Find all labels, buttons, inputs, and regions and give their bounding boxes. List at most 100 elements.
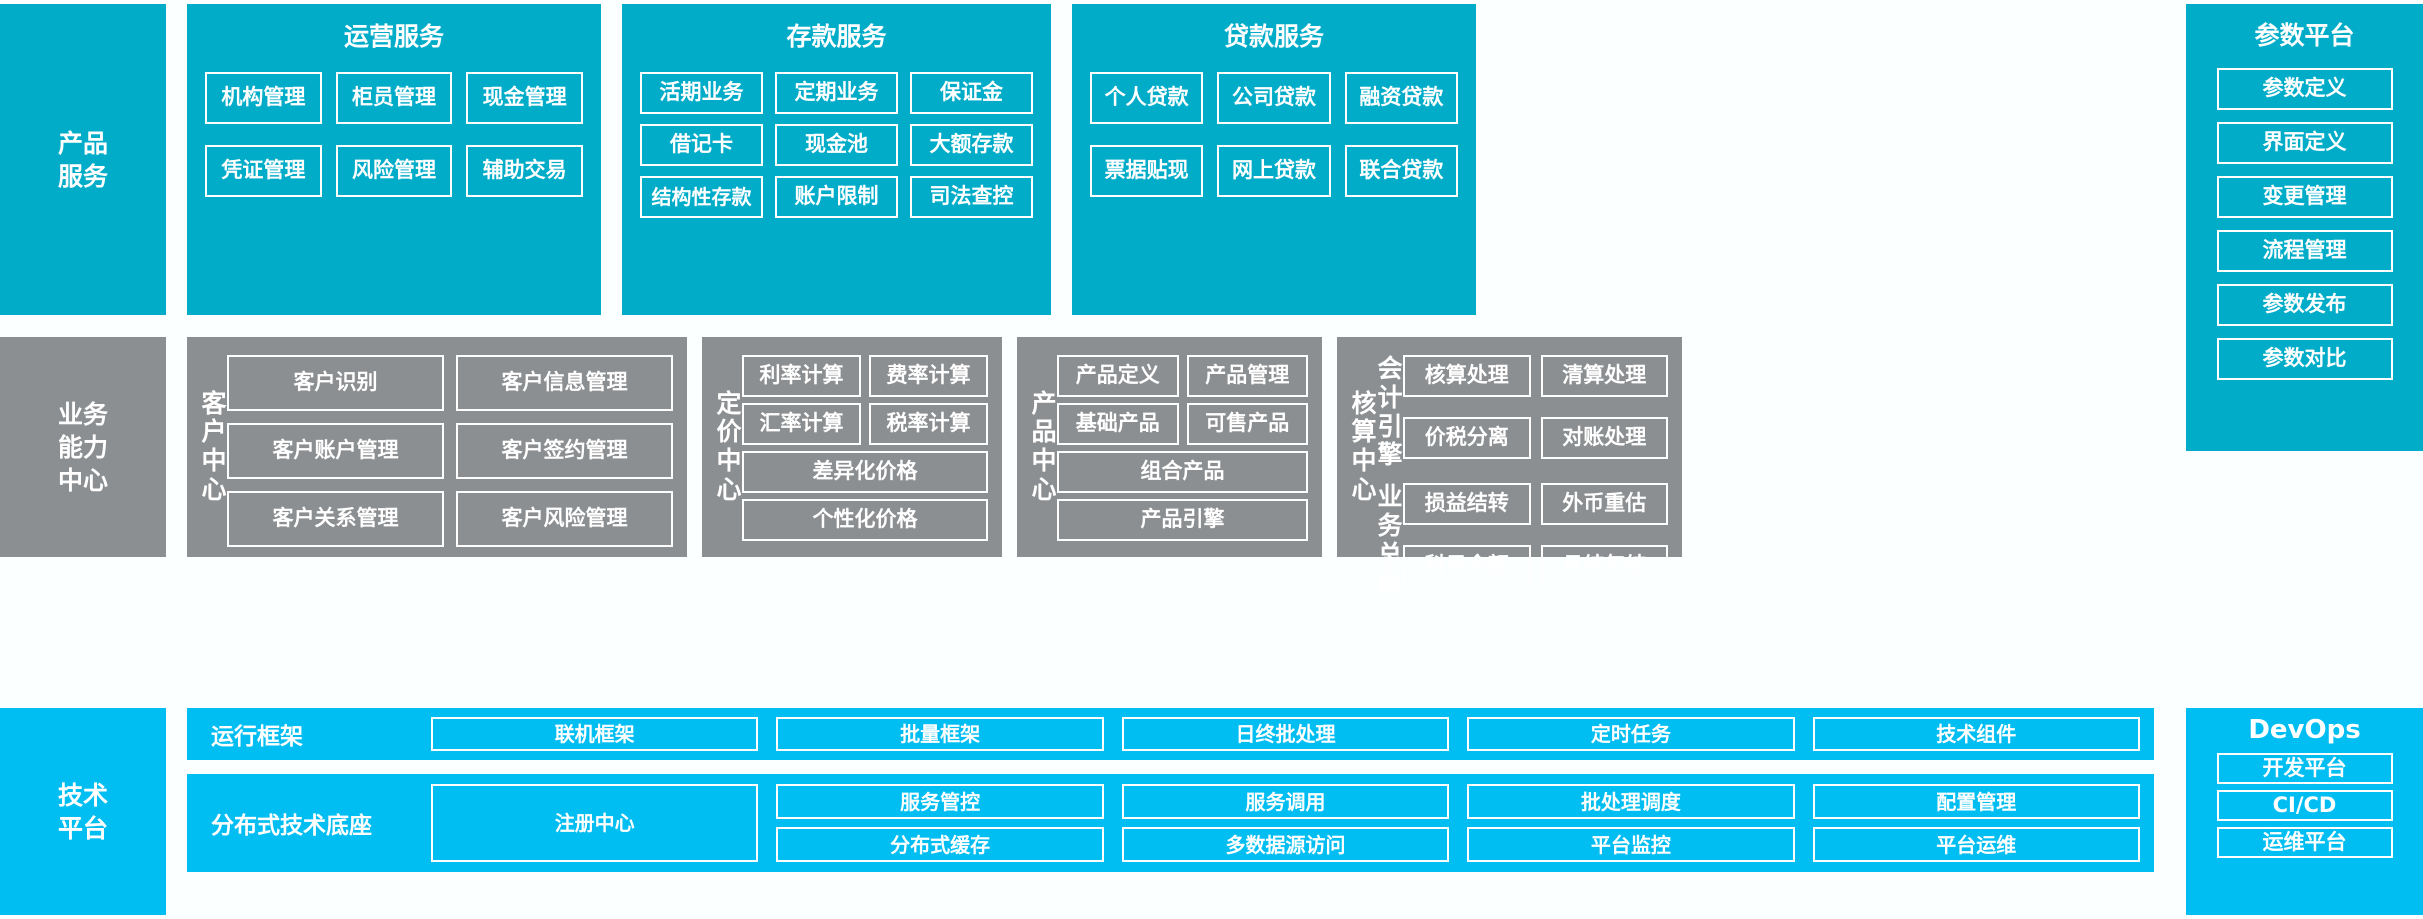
tile-ui-definition[interactable]: 界面定义 <box>2216 122 2393 164</box>
tile-registry-center[interactable]: 注册中心 <box>431 784 759 862</box>
tile-voucher-management[interactable]: 凭证管理 <box>205 145 322 197</box>
tile-grid-general-ledger: 损益结转 外币重估 科目余额 月结年结 <box>1403 483 1668 598</box>
tile-debit-card[interactable]: 借记卡 <box>640 124 763 166</box>
tile-customer-risk-management[interactable]: 客户风险管理 <box>456 491 673 547</box>
tile-risk-management[interactable]: 风险管理 <box>335 145 453 197</box>
tile-fee-rate-calc[interactable]: 费率计算 <box>869 355 988 397</box>
tile-distributed-cache[interactable]: 分布式缓存 <box>776 827 1104 862</box>
tile-accounting-processing[interactable]: 核算处理 <box>1403 355 1531 397</box>
tile-month-year-end-close[interactable]: 月结年结 <box>1540 544 1668 587</box>
tile-service-invocation[interactable]: 服务调用 <box>1121 784 1450 819</box>
tile-grid-runtime-framework: 联机框架 批量框架 日终批处理 定时任务 技术组件 <box>431 717 2140 751</box>
tile-org-management[interactable]: 机构管理 <box>205 72 322 124</box>
group-deposit-services: 存款服务 活期业务 定期业务 保证金 借记卡 现金池 大额存款 结构性存款 账户… <box>622 4 1051 315</box>
tile-change-management[interactable]: 变更管理 <box>2216 176 2393 218</box>
center-customer-body: 客户识别 客户信息管理 客户账户管理 客户签约管理 客户关系管理 客户风险管理 <box>227 355 673 547</box>
center-label-customer: 客户中心 <box>201 355 227 539</box>
row-runtime-framework: 运行框架 联机框架 批量框架 日终批处理 定时任务 技术组件 <box>187 708 2154 760</box>
tile-grid-pricing: 利率计算 费率计算 汇率计算 税率计算 差异化价格 个性化价格 <box>742 355 988 541</box>
tile-multi-datasource-access[interactable]: 多数据源访问 <box>1121 827 1450 862</box>
tile-syndicated-loan[interactable]: 联合贷款 <box>1344 145 1458 197</box>
tile-product-definition[interactable]: 产品定义 <box>1057 355 1179 397</box>
tile-personalized-price[interactable]: 个性化价格 <box>742 499 988 541</box>
tile-customer-info-management[interactable]: 客户信息管理 <box>456 355 673 411</box>
center-accounting-body: 会计引擎 核算处理 清算处理 价税分离 对账处理 业务总账 <box>1377 354 1668 597</box>
tile-operations-platform[interactable]: 运维平台 <box>2216 827 2393 858</box>
tile-margin-deposit[interactable]: 保证金 <box>910 72 1033 114</box>
tile-platform-operations[interactable]: 平台运维 <box>1812 827 2140 862</box>
tile-batch-framework[interactable]: 批量框架 <box>776 717 1104 751</box>
tile-demand-deposit[interactable]: 活期业务 <box>640 72 763 114</box>
tile-exchange-rate-calc[interactable]: 汇率计算 <box>742 403 861 445</box>
center-label-customer-text: 客户中心 <box>201 388 227 504</box>
tile-account-balance[interactable]: 科目余额 <box>1403 544 1531 587</box>
sub-label-accounting-engine-text: 会计引擎 <box>1377 354 1403 470</box>
tile-basic-product[interactable]: 基础产品 <box>1057 403 1179 445</box>
center-product: 产品中心 产品定义 产品管理 基础产品 可售产品 组合产品 产品引擎 <box>1017 337 1322 557</box>
tile-grid-product: 产品定义 产品管理 基础产品 可售产品 组合产品 产品引擎 <box>1057 355 1308 541</box>
group-parameter-platform: 参数平台 参数定义 界面定义 变更管理 流程管理 参数发布 参数对比 <box>2186 4 2423 451</box>
tile-configuration-management[interactable]: 配置管理 <box>1812 784 2140 819</box>
tile-eod-batch-processing[interactable]: 日终批处理 <box>1121 717 1450 751</box>
tile-personal-loan[interactable]: 个人贷款 <box>1090 72 1204 124</box>
tile-judicial-inquiry[interactable]: 司法查控 <box>910 176 1033 218</box>
tile-auxiliary-transaction[interactable]: 辅助交易 <box>466 145 583 197</box>
tile-customer-relationship-management[interactable]: 客户关系管理 <box>227 491 444 547</box>
tile-customer-contract-management[interactable]: 客户签约管理 <box>456 423 673 479</box>
tile-reconciliation-processing[interactable]: 对账处理 <box>1540 416 1668 459</box>
registry-column: 注册中心 <box>431 784 759 862</box>
center-label-accounting-text: 核算中心 <box>1351 388 1377 504</box>
group-title-operation-services: 运营服务 <box>343 22 444 51</box>
group-title-devops: DevOps <box>2248 715 2361 745</box>
tile-bill-discount[interactable]: 票据贴现 <box>1090 145 1204 197</box>
band-business-capability-center: 业务 能力 中心 客户中心 客户识别 客户信息管理 客户账户管理 客户签约管理 … <box>0 337 2423 597</box>
tile-corporate-loan[interactable]: 公司贷款 <box>1217 72 1331 124</box>
tile-profit-loss-carryover[interactable]: 损益结转 <box>1403 483 1531 525</box>
band-label-business-capability: 业务 能力 中心 <box>0 337 166 557</box>
tile-grid-operation-services: 机构管理 柜员管理 现金管理 凭证管理 风险管理 辅助交易 <box>205 72 583 197</box>
tile-tax-rate-calc[interactable]: 税率计算 <box>869 403 988 445</box>
tile-financing-loan[interactable]: 融资贷款 <box>1344 72 1458 124</box>
center-product-body: 产品定义 产品管理 基础产品 可售产品 组合产品 产品引擎 <box>1057 355 1308 541</box>
tile-list-parameter-platform: 参数定义 界面定义 变更管理 流程管理 参数发布 参数对比 <box>2216 68 2393 380</box>
tile-large-deposit[interactable]: 大额存款 <box>910 124 1033 166</box>
tile-online-framework[interactable]: 联机框架 <box>431 717 759 751</box>
row-distributed-foundation: 分布式技术底座 注册中心 服务管控 分布式缓存 服务调用 多数据源访问 批处理调… <box>187 774 2154 872</box>
tile-parameter-publish[interactable]: 参数发布 <box>2216 284 2393 326</box>
tile-cash-pool[interactable]: 现金池 <box>775 124 898 166</box>
tile-customer-identification[interactable]: 客户识别 <box>227 355 444 411</box>
tile-cash-management[interactable]: 现金管理 <box>466 72 583 124</box>
stack-batch-scheduling: 批处理调度 平台监控 <box>1467 784 1795 862</box>
band-product-services: 产品 服务 运营服务 机构管理 柜员管理 现金管理 凭证管理 风险管理 辅助交易… <box>0 4 2423 315</box>
tile-service-governance[interactable]: 服务管控 <box>776 784 1104 819</box>
tile-sellable-product[interactable]: 可售产品 <box>1186 403 1308 445</box>
tile-ci-cd[interactable]: CI/CD <box>2216 790 2393 821</box>
tile-grid-loan-services: 个人贷款 公司贷款 融资贷款 票据贴现 网上贷款 联合贷款 <box>1090 72 1458 197</box>
tile-tech-components[interactable]: 技术组件 <box>1812 717 2140 751</box>
tile-process-management[interactable]: 流程管理 <box>2216 230 2393 272</box>
tile-structured-deposit[interactable]: 结构性存款 <box>640 176 763 218</box>
tile-scheduled-task[interactable]: 定时任务 <box>1467 717 1795 751</box>
tile-bundled-product[interactable]: 组合产品 <box>1057 451 1308 493</box>
tile-foreign-currency-revaluation[interactable]: 外币重估 <box>1540 483 1668 525</box>
tile-parameter-compare[interactable]: 参数对比 <box>2216 338 2393 380</box>
tile-time-deposit[interactable]: 定期业务 <box>775 72 898 114</box>
tile-grid-customer: 客户识别 客户信息管理 客户账户管理 客户签约管理 客户关系管理 客户风险管理 <box>227 355 673 547</box>
tile-customer-account-management[interactable]: 客户账户管理 <box>227 423 444 479</box>
tile-parameter-definition[interactable]: 参数定义 <box>2216 68 2393 110</box>
tile-product-management[interactable]: 产品管理 <box>1186 355 1308 397</box>
accounting-ledger-row: 业务总账 损益结转 外币重估 科目余额 月结年结 <box>1377 482 1668 598</box>
tile-teller-management[interactable]: 柜员管理 <box>335 72 453 124</box>
tile-price-tax-separation[interactable]: 价税分离 <box>1403 416 1531 459</box>
tile-online-loan[interactable]: 网上贷款 <box>1217 145 1331 197</box>
tile-batch-scheduling[interactable]: 批处理调度 <box>1467 784 1795 819</box>
tile-platform-monitoring[interactable]: 平台监控 <box>1467 827 1795 862</box>
center-accounting: 核算中心 会计引擎 核算处理 清算处理 价税分离 对账处理 <box>1337 337 1682 597</box>
tile-interest-rate-calc[interactable]: 利率计算 <box>742 355 861 397</box>
tile-development-platform[interactable]: 开发平台 <box>2216 753 2393 784</box>
tile-account-restriction[interactable]: 账户限制 <box>775 176 898 218</box>
group-devops: DevOps 开发平台 CI/CD 运维平台 <box>2186 708 2423 915</box>
tile-product-engine[interactable]: 产品引擎 <box>1057 499 1308 541</box>
tile-settlement-processing[interactable]: 清算处理 <box>1540 355 1668 397</box>
tile-differentiated-price[interactable]: 差异化价格 <box>742 451 988 493</box>
